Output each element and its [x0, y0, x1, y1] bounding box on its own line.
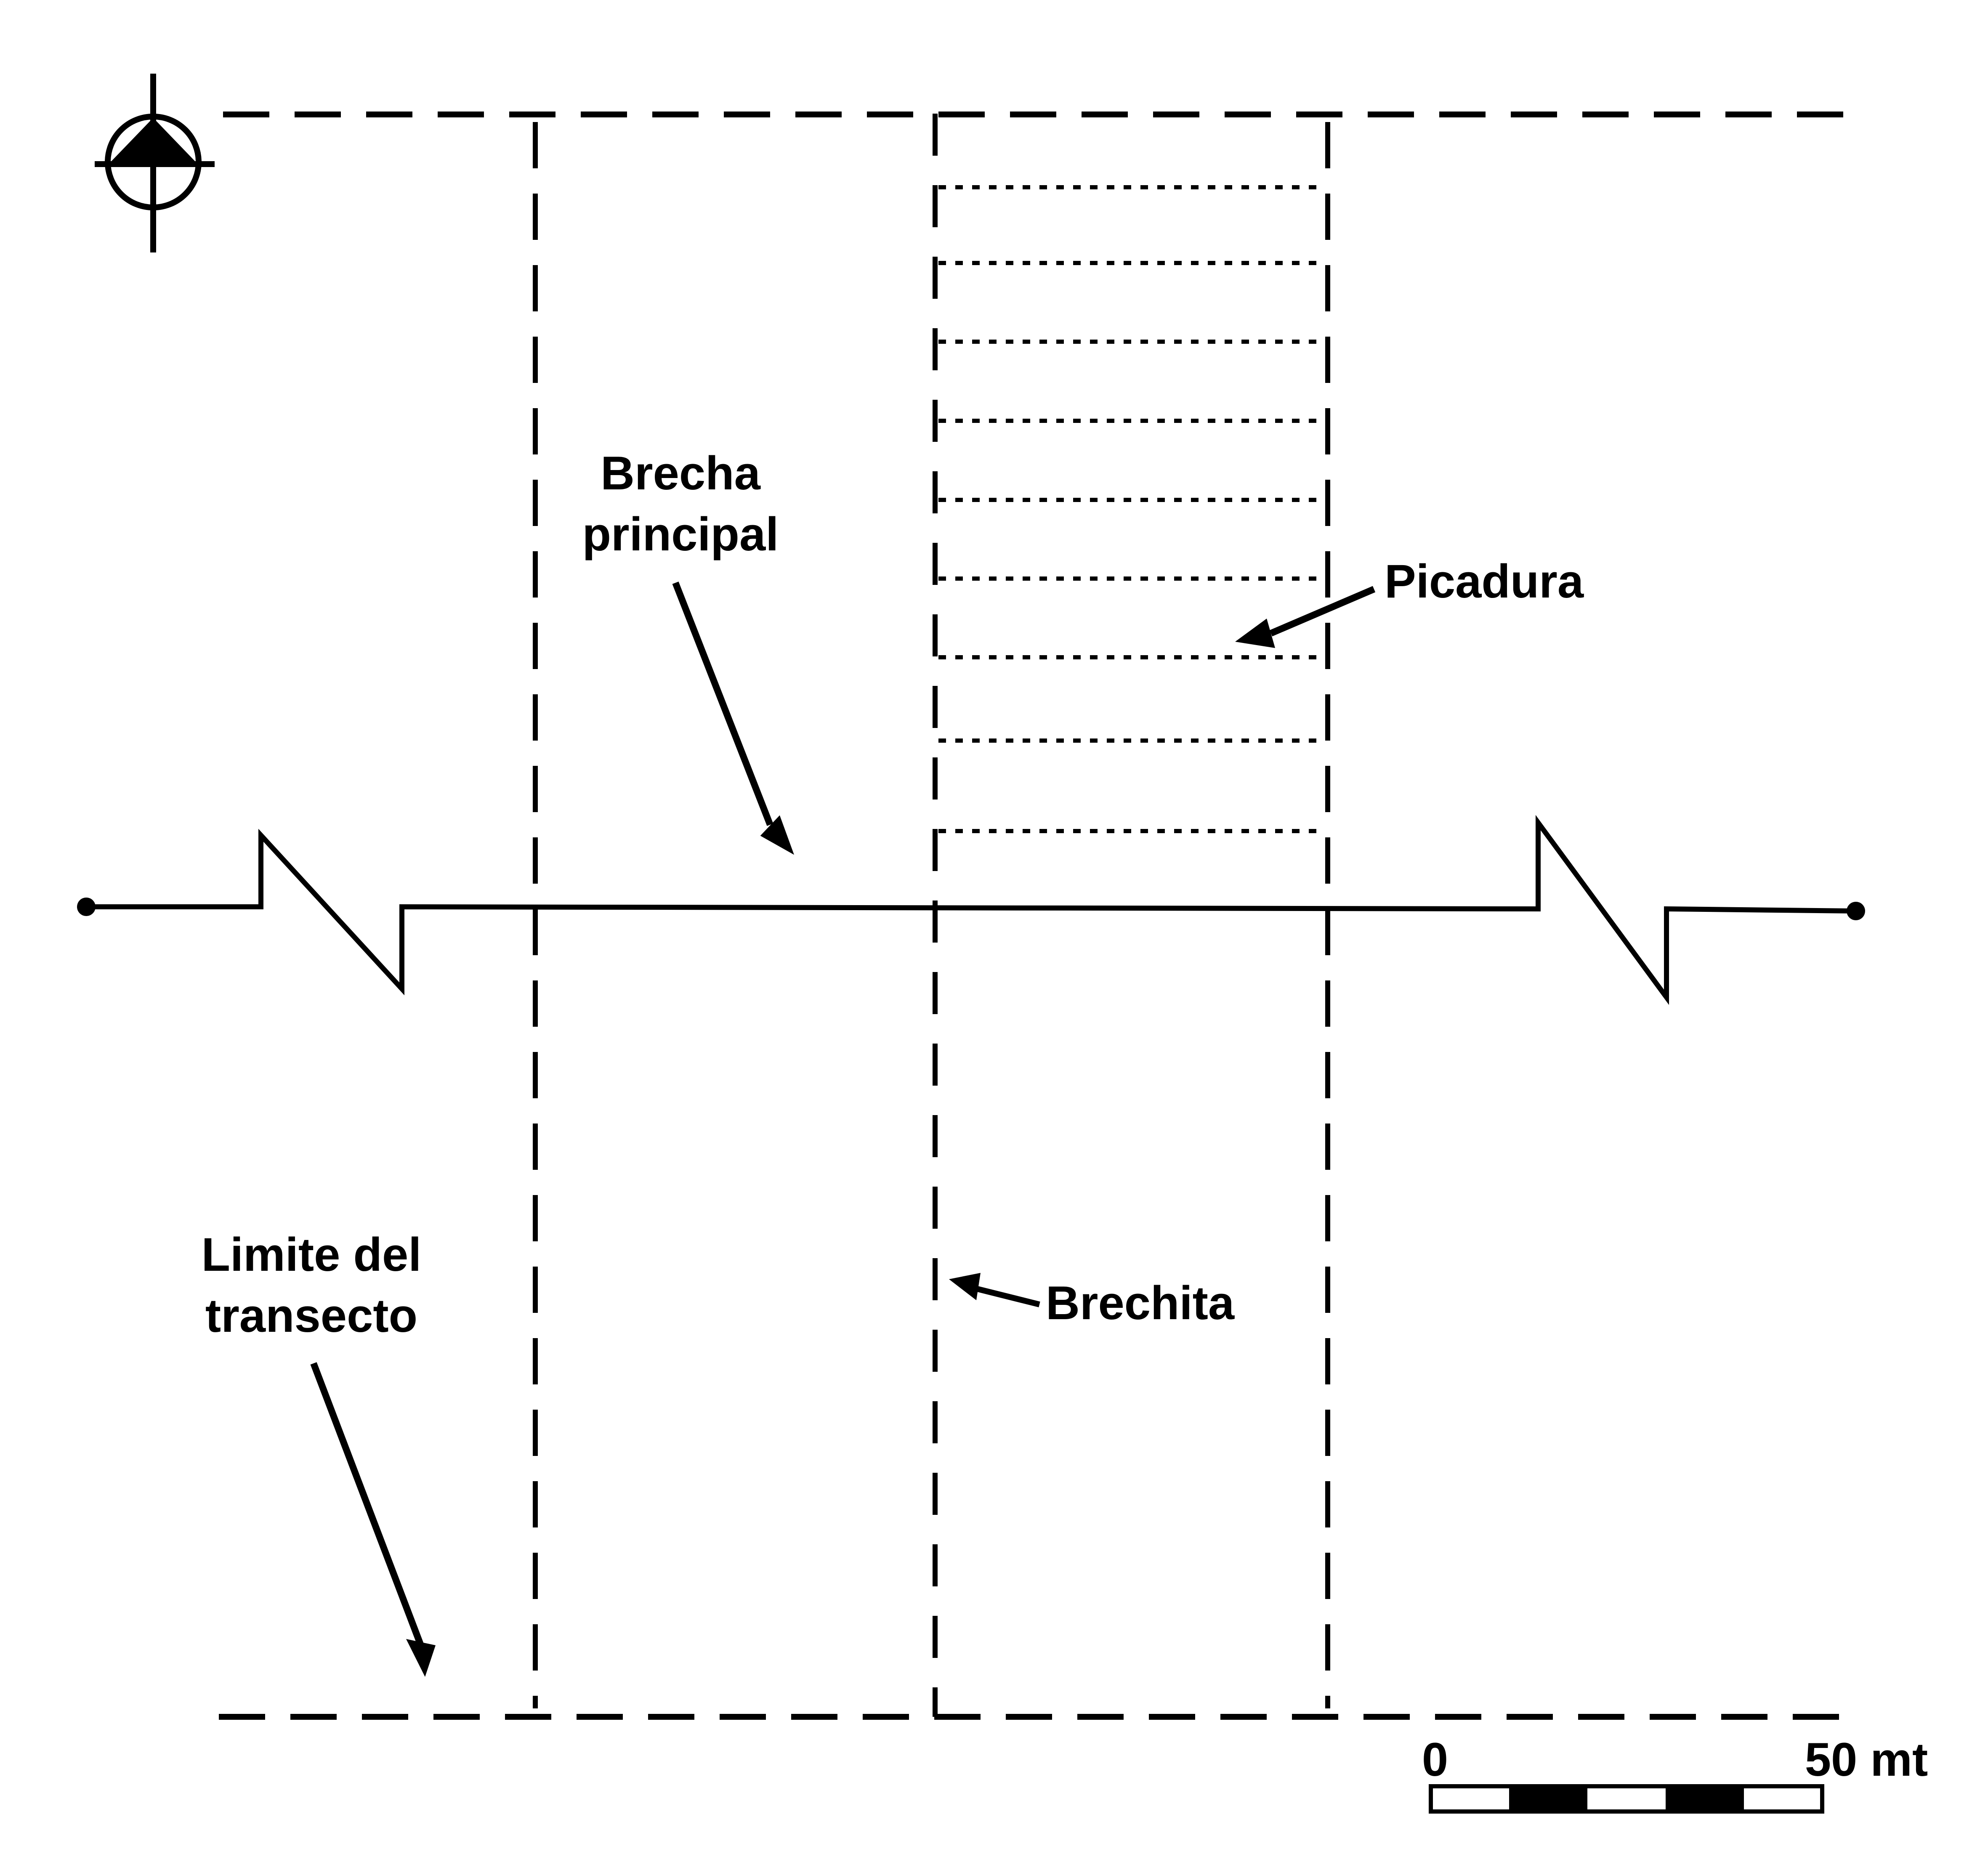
svg-text:Limite del: Limite del — [202, 1228, 422, 1281]
svg-text:Picadura: Picadura — [1385, 555, 1584, 608]
scale-label-start: 0 — [1422, 1733, 1448, 1786]
label-brechita: Brechita — [1046, 1277, 1235, 1329]
svg-text:0: 0 — [1422, 1733, 1448, 1786]
scale-bar: 0 50 mt — [1422, 1733, 1928, 1814]
scale-bar-segment — [1666, 1786, 1744, 1812]
scale-bar-segment — [1509, 1786, 1587, 1812]
svg-text:Brecha: Brecha — [601, 447, 760, 499]
label-limite-del: Limite del — [202, 1228, 422, 1281]
svg-text:50 mt: 50 mt — [1805, 1733, 1928, 1786]
label-transecto: transecto — [205, 1289, 417, 1342]
label-picadura: Picadura — [1385, 555, 1584, 608]
scale-bar-frame — [1429, 1784, 1824, 1814]
north-arrow-icon — [95, 74, 215, 252]
arrow-brechita — [949, 1273, 1040, 1307]
svg-text:Brechita: Brechita — [1046, 1277, 1235, 1329]
trail-endpoint-left — [77, 898, 96, 916]
brecha-principal-line — [77, 815, 1865, 1005]
label-principal: principal — [582, 508, 779, 560]
scale-label-end: 50 mt — [1805, 1733, 1928, 1786]
arrow-limite — [310, 1362, 436, 1677]
label-brecha: Brecha — [601, 447, 760, 499]
picadura-lines — [938, 185, 1326, 833]
svg-text:principal: principal — [582, 508, 779, 560]
svg-text:transecto: transecto — [205, 1289, 417, 1342]
trail-endpoint-right — [1847, 902, 1865, 920]
arrow-brecha-principal — [672, 582, 795, 855]
arrow-picadura — [1235, 586, 1376, 648]
